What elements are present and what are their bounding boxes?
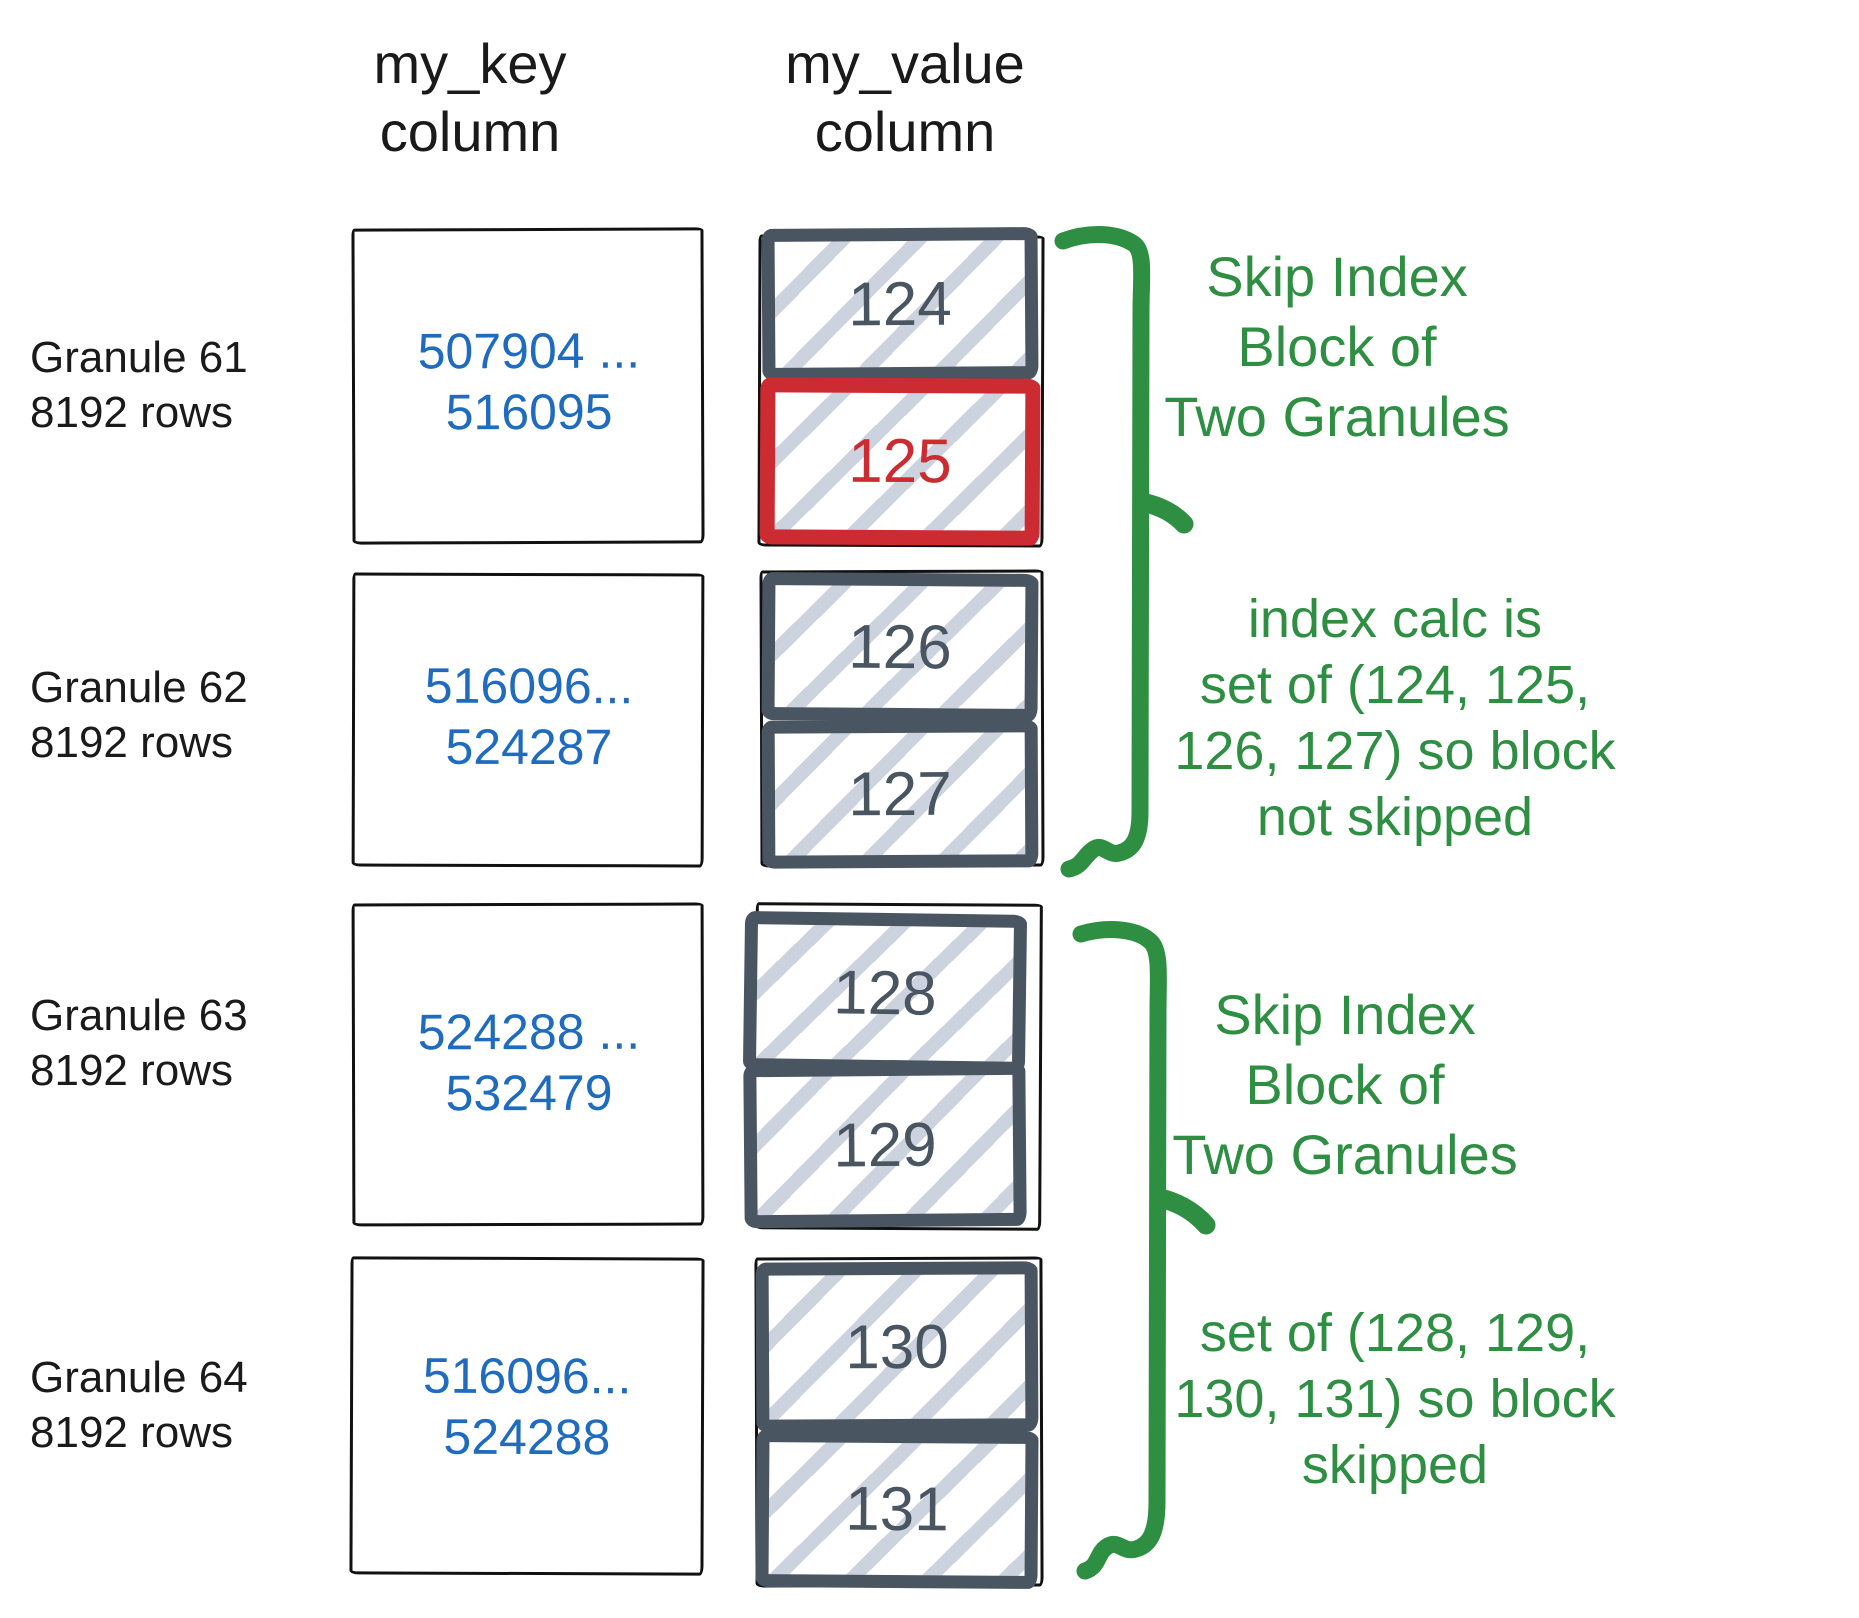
granule-rowcount: 8192 rows <box>30 1046 234 1095</box>
value-block-124: 124 <box>761 227 1039 381</box>
value-block-131: 131 <box>755 1429 1039 1589</box>
value-block-126: 126 <box>761 572 1039 722</box>
key-range-end: 516095 <box>445 383 613 441</box>
value-block-129: 129 <box>743 1061 1027 1229</box>
key-range-end: 524288 <box>443 1408 611 1466</box>
key-box-granule-64: 516096... 524288 <box>349 1256 705 1576</box>
block-number: 131 <box>845 1474 949 1544</box>
block-number: 125 <box>848 426 952 497</box>
annotation-line: set of (124, 125, <box>1199 655 1591 715</box>
header-line: my_key <box>373 32 567 95</box>
block-number: 124 <box>848 269 952 339</box>
key-range-start: 516096... <box>424 657 634 715</box>
block-number: 126 <box>848 612 952 682</box>
annotation-line: Two Granules <box>1172 1123 1518 1186</box>
annotation-index-calc-skipped: set of (128, 129, 130, 131) so block ski… <box>1110 1300 1680 1498</box>
key-box-granule-61: 507904 ... 516095 <box>351 227 705 545</box>
annotation-line: 126, 127) so block <box>1174 721 1616 781</box>
annotation-line: Skip Index <box>1206 245 1468 308</box>
annotation-line: Two Granules <box>1164 385 1510 448</box>
key-range: 516096... 524287 <box>353 656 705 779</box>
annotation-line: Skip Index <box>1214 983 1476 1046</box>
value-block-130: 130 <box>755 1261 1039 1433</box>
annotation-line: skipped <box>1301 1435 1489 1495</box>
key-range-end: 524287 <box>445 718 613 776</box>
granule-rowcount: 8192 rows <box>30 1408 234 1457</box>
header-line: column <box>814 100 996 163</box>
key-box-granule-63: 524288 ... 532479 <box>351 902 705 1227</box>
value-block-128: 128 <box>742 911 1028 1075</box>
granule-61-label: Granule 61 8192 rows <box>30 330 330 440</box>
granule-name: Granule 64 <box>30 1353 248 1402</box>
value-block-125-highlighted: 125 <box>759 377 1041 546</box>
block-number: 127 <box>848 759 952 829</box>
block-number: 129 <box>832 1110 938 1180</box>
annotation-skip-block-1: Skip Index Block of Two Granules <box>1117 242 1557 452</box>
annotation-skip-block-2: Skip Index Block of Two Granules <box>1125 980 1565 1190</box>
granule-64-label: Granule 64 8192 rows <box>30 1350 330 1460</box>
granule-name: Granule 61 <box>30 333 248 382</box>
annotation-line: not skipped <box>1256 787 1534 847</box>
granule-63-label: Granule 63 8192 rows <box>30 988 330 1098</box>
block-number: 128 <box>832 957 938 1029</box>
header-line: column <box>379 100 561 163</box>
key-range-start: 524288 ... <box>417 1003 641 1061</box>
annotation-line: set of (128, 129, <box>1199 1303 1591 1363</box>
annotation-line: index calc is <box>1247 589 1543 649</box>
granule-name: Granule 63 <box>30 991 248 1040</box>
header-my-key-column: my_key column <box>320 30 620 166</box>
key-range: 524288 ... 532479 <box>353 1002 705 1125</box>
granule-rowcount: 8192 rows <box>30 388 234 437</box>
annotation-line: Block of <box>1237 315 1437 378</box>
block-number: 130 <box>845 1312 949 1382</box>
key-range: 516096... 524288 <box>351 1345 703 1468</box>
granule-name: Granule 62 <box>30 663 248 712</box>
key-range-start: 516096... <box>422 1347 632 1405</box>
key-range: 507904 ... 516095 <box>353 320 705 443</box>
header-line: my_value <box>785 32 1025 95</box>
annotation-line: 130, 131) so block <box>1174 1369 1616 1429</box>
skip-block-brace-top-tick <box>1132 492 1194 534</box>
granule-rowcount: 8192 rows <box>30 718 234 767</box>
annotation-line: Block of <box>1245 1053 1445 1116</box>
key-range-end: 532479 <box>445 1064 613 1122</box>
key-box-granule-62: 516096... 524287 <box>351 572 705 868</box>
annotation-index-calc-not-skipped: index calc is set of (124, 125, 126, 127… <box>1110 586 1680 850</box>
header-my-value-column: my_value column <box>755 30 1055 166</box>
value-block-127: 127 <box>761 719 1039 869</box>
key-range-start: 507904 ... <box>417 322 641 380</box>
skip-block-brace-bottom-tick <box>1149 1188 1216 1235</box>
granule-62-label: Granule 62 8192 rows <box>30 660 330 770</box>
